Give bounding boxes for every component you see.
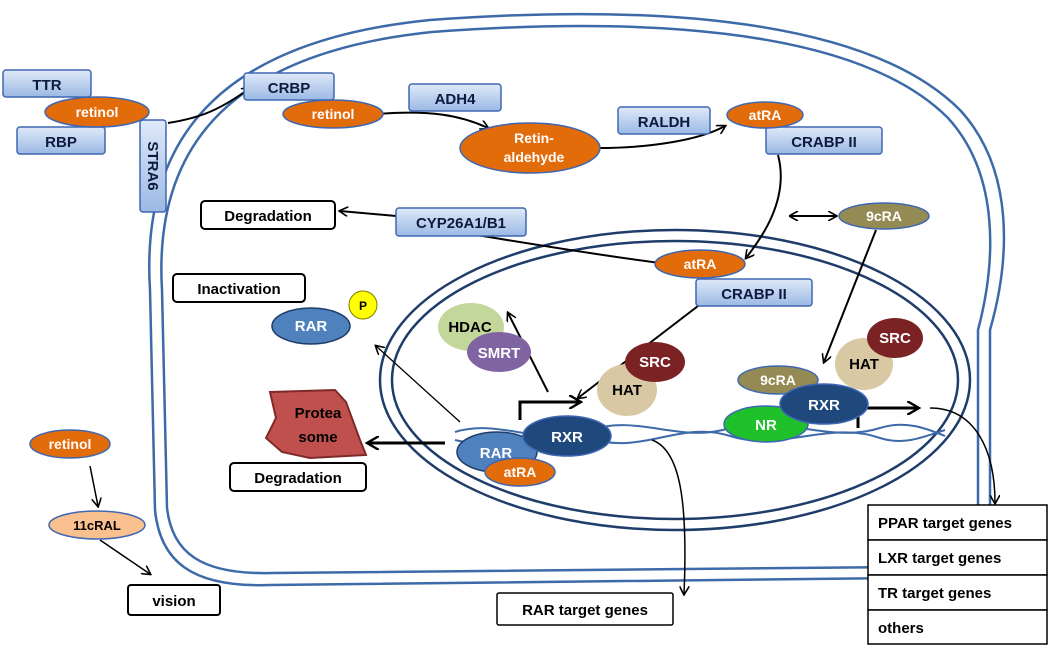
arrow-9cra-to-nucleus bbox=[824, 229, 877, 362]
rar-target-genes-box: RAR target genes bbox=[496, 592, 674, 626]
arrow-11cral-to-vision bbox=[99, 539, 150, 574]
phosphate-group: P bbox=[348, 290, 378, 320]
arrow-rar-to-phospho bbox=[376, 346, 461, 423]
retinol-crbp: retinol bbox=[282, 99, 384, 129]
svg-text:Inactivation: Inactivation bbox=[197, 281, 280, 298]
crbp-box: CRBP bbox=[243, 72, 335, 101]
svg-text:retinol: retinol bbox=[49, 436, 92, 452]
svg-text:vision: vision bbox=[152, 593, 195, 610]
arrow-stra6-to-crbp bbox=[167, 88, 250, 124]
proteasome: Protea some bbox=[264, 388, 368, 460]
raldh-box: RALDH bbox=[617, 106, 711, 135]
svg-text:CRABP II: CRABP II bbox=[721, 286, 787, 303]
svg-text:CRBP: CRBP bbox=[268, 80, 311, 97]
svg-text:Retin-: Retin- bbox=[514, 130, 554, 146]
arrow-to-target-genes-list bbox=[929, 407, 995, 503]
target-gene-others: others bbox=[878, 620, 924, 637]
src-right: SRC bbox=[867, 318, 923, 358]
target-genes-list: PPAR target genes LXR target genes TR ta… bbox=[867, 504, 1048, 645]
arrow-transcription-left bbox=[518, 402, 580, 420]
retinol-vision: retinol bbox=[29, 429, 111, 459]
cyp26-box: CYP26A1/B1 bbox=[395, 207, 527, 237]
arrow-retinol-to-11cral bbox=[89, 465, 98, 506]
svg-text:9cRA: 9cRA bbox=[866, 208, 902, 224]
crabp2-box-nucleus: CRABP II bbox=[695, 278, 813, 307]
svg-text:RAR target genes: RAR target genes bbox=[522, 602, 648, 619]
svg-text:Protea: Protea bbox=[295, 405, 342, 422]
svg-text:TTR: TTR bbox=[32, 77, 61, 94]
cell-membrane bbox=[148, 12, 1006, 587]
rxr-right: RXR bbox=[779, 383, 869, 425]
vision-box: vision bbox=[127, 584, 221, 616]
svg-text:some: some bbox=[298, 429, 337, 446]
svg-text:HDAC: HDAC bbox=[448, 319, 491, 336]
adh4-box: ADH4 bbox=[408, 83, 502, 112]
ninecis-ra-cytoplasm: 9cRA bbox=[838, 202, 930, 230]
svg-text:CRABP II: CRABP II bbox=[791, 134, 857, 151]
svg-text:11cRAL: 11cRAL bbox=[73, 518, 121, 533]
svg-text:SRC: SRC bbox=[879, 330, 911, 347]
arrow-to-rar-target-genes bbox=[651, 439, 685, 594]
inactivation-box: Inactivation bbox=[172, 273, 306, 303]
svg-text:CYP26A1/B1: CYP26A1/B1 bbox=[416, 215, 506, 232]
svg-text:HAT: HAT bbox=[849, 356, 879, 373]
svg-text:aldehyde: aldehyde bbox=[504, 149, 565, 165]
degradation-box-top: Degradation bbox=[200, 200, 336, 230]
svg-text:ADH4: ADH4 bbox=[435, 91, 476, 108]
svg-text:P: P bbox=[359, 299, 367, 313]
svg-text:atRA: atRA bbox=[684, 256, 717, 272]
arrow-crabp2-to-nucleus bbox=[746, 154, 782, 258]
target-gene-lxr: LXR target genes bbox=[878, 550, 1001, 567]
svg-text:RALDH: RALDH bbox=[638, 114, 691, 131]
cral-11-cis: 11cRAL bbox=[48, 510, 146, 540]
ninecis-ra-bound: 9cRA bbox=[737, 365, 819, 395]
atra-bound: atRA bbox=[484, 457, 556, 487]
src-left: SRC bbox=[625, 342, 685, 382]
svg-text:Degradation: Degradation bbox=[254, 470, 342, 487]
target-gene-tr: TR target genes bbox=[878, 585, 991, 602]
ttr-box: TTR bbox=[2, 69, 92, 98]
svg-text:STRA6: STRA6 bbox=[144, 141, 161, 190]
svg-text:RAR: RAR bbox=[480, 445, 513, 462]
atra-nucleus: atRA bbox=[654, 249, 746, 279]
smrt: SMRT bbox=[467, 332, 531, 372]
svg-text:RAR: RAR bbox=[295, 318, 328, 335]
stra6-receptor: STRA6 bbox=[139, 119, 167, 213]
arrow-retinaldehyde-to-atra bbox=[597, 126, 725, 149]
rbp-box: RBP bbox=[16, 126, 106, 155]
svg-text:9cRA: 9cRA bbox=[760, 372, 796, 388]
rxr-left: RXR bbox=[522, 415, 612, 457]
svg-text:RXR: RXR bbox=[551, 429, 583, 446]
crabp2-box-top: CRABP II bbox=[765, 126, 883, 155]
degradation-box-bottom: Degradation bbox=[229, 462, 367, 492]
arrow-retinol-to-retinaldehyde bbox=[377, 111, 488, 128]
retinol-extracellular: retinol bbox=[44, 96, 150, 128]
svg-text:atRA: atRA bbox=[749, 107, 782, 123]
arrow-cyp26-to-degradation bbox=[340, 211, 397, 217]
svg-text:SRC: SRC bbox=[639, 354, 671, 371]
svg-text:RBP: RBP bbox=[45, 134, 77, 151]
svg-text:retinol: retinol bbox=[76, 104, 119, 120]
target-gene-ppar: PPAR target genes bbox=[878, 515, 1012, 532]
rar-phosphorylated: RAR bbox=[271, 307, 351, 345]
svg-text:atRA: atRA bbox=[504, 464, 537, 480]
svg-text:Degradation: Degradation bbox=[224, 208, 312, 225]
svg-text:RXR: RXR bbox=[808, 397, 840, 414]
retinaldehyde: Retin- aldehyde bbox=[459, 122, 601, 174]
nuclear-membrane bbox=[378, 228, 972, 532]
svg-text:retinol: retinol bbox=[312, 106, 355, 122]
atra-top: atRA bbox=[726, 101, 804, 129]
svg-text:HAT: HAT bbox=[612, 382, 642, 399]
svg-text:SMRT: SMRT bbox=[478, 345, 521, 362]
svg-text:NR: NR bbox=[755, 417, 777, 434]
